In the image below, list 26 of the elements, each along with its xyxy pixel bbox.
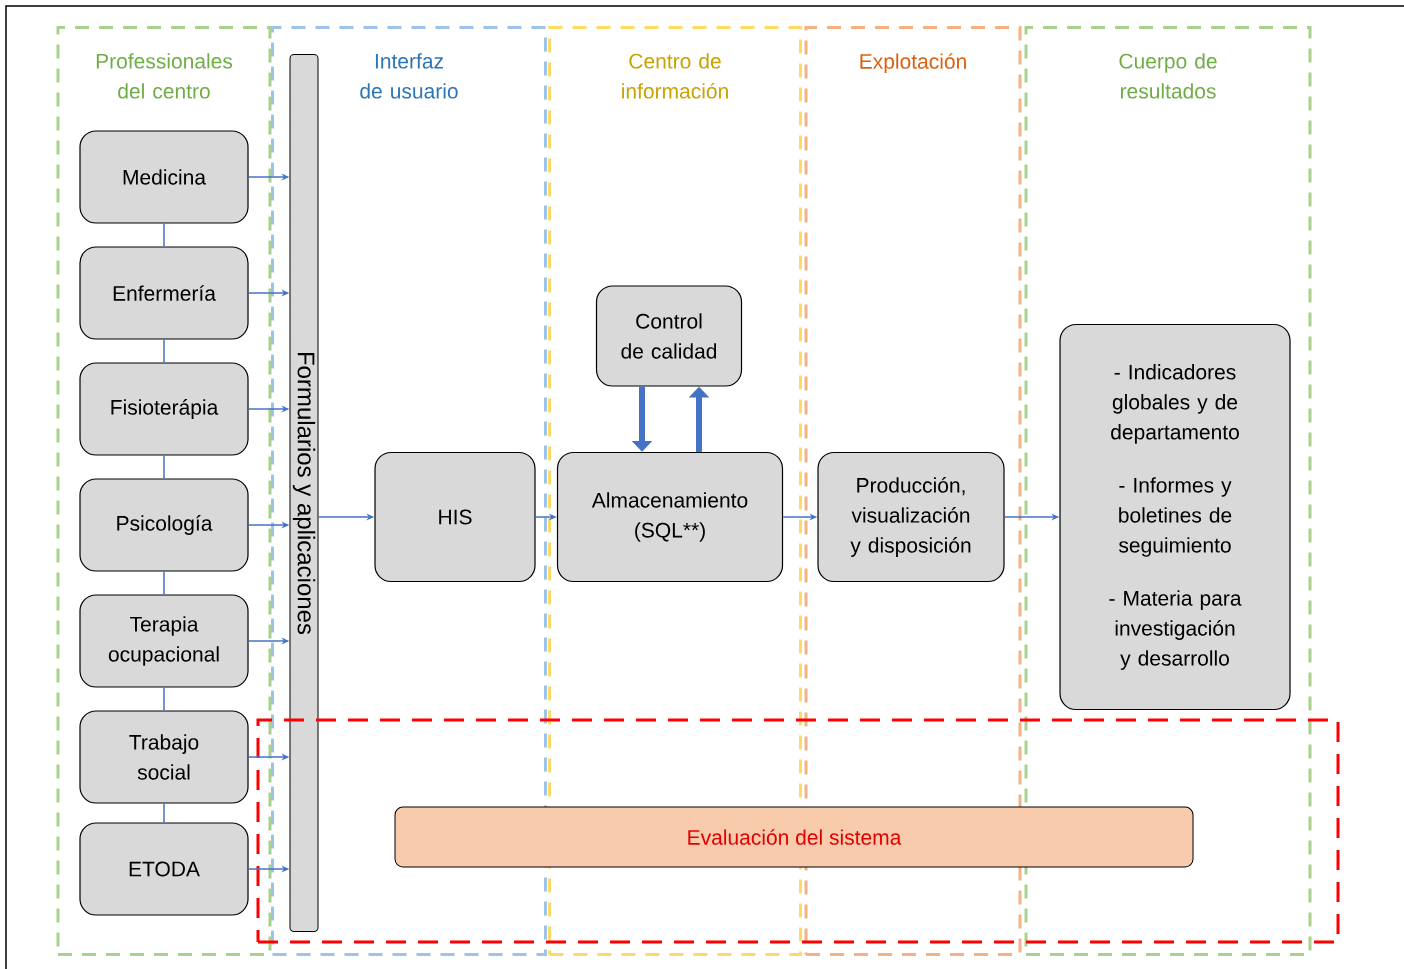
process-box: Terapia ocupacional <box>79 594 249 688</box>
process-box: Medicina <box>79 130 249 224</box>
connector-line <box>163 802 165 824</box>
column-heading: Centro de información <box>622 53 728 99</box>
process-box: Control de calidad <box>595 285 743 387</box>
form-bar: Formularios y aplicaciones <box>289 54 319 932</box>
dashed-region <box>256 718 1340 944</box>
process-box: Enfermería <box>79 246 249 340</box>
column-heading: Interfaz de usuario <box>360 53 458 99</box>
process-box: ETODA <box>79 822 249 916</box>
connector-line <box>163 454 165 480</box>
connector-line <box>163 686 165 712</box>
evaluation-bar: Evaluación del sistema <box>394 806 1194 868</box>
process-box: - Indicadores globales y de departamento - Informes y boletines de seguimiento - Materia para investigación y desarrollo <box>1059 323 1291 711</box>
column-heading: Cuerpo de resultados <box>1119 53 1217 99</box>
connector-line <box>163 222 165 248</box>
process-box: Almacenamiento (SQL**) <box>556 451 784 583</box>
connector-line <box>163 570 165 596</box>
process-box: HIS <box>374 451 536 583</box>
column-heading: Explotación <box>860 53 966 73</box>
column-heading: Professionales del centro <box>96 53 233 99</box>
process-box: Fisioterápia <box>79 362 249 456</box>
process-box: Psicología <box>79 478 249 572</box>
process-box: Producción, visualización y disposición <box>817 451 1005 583</box>
process-box: Trabajo social <box>79 710 249 804</box>
connector-line <box>163 338 165 364</box>
